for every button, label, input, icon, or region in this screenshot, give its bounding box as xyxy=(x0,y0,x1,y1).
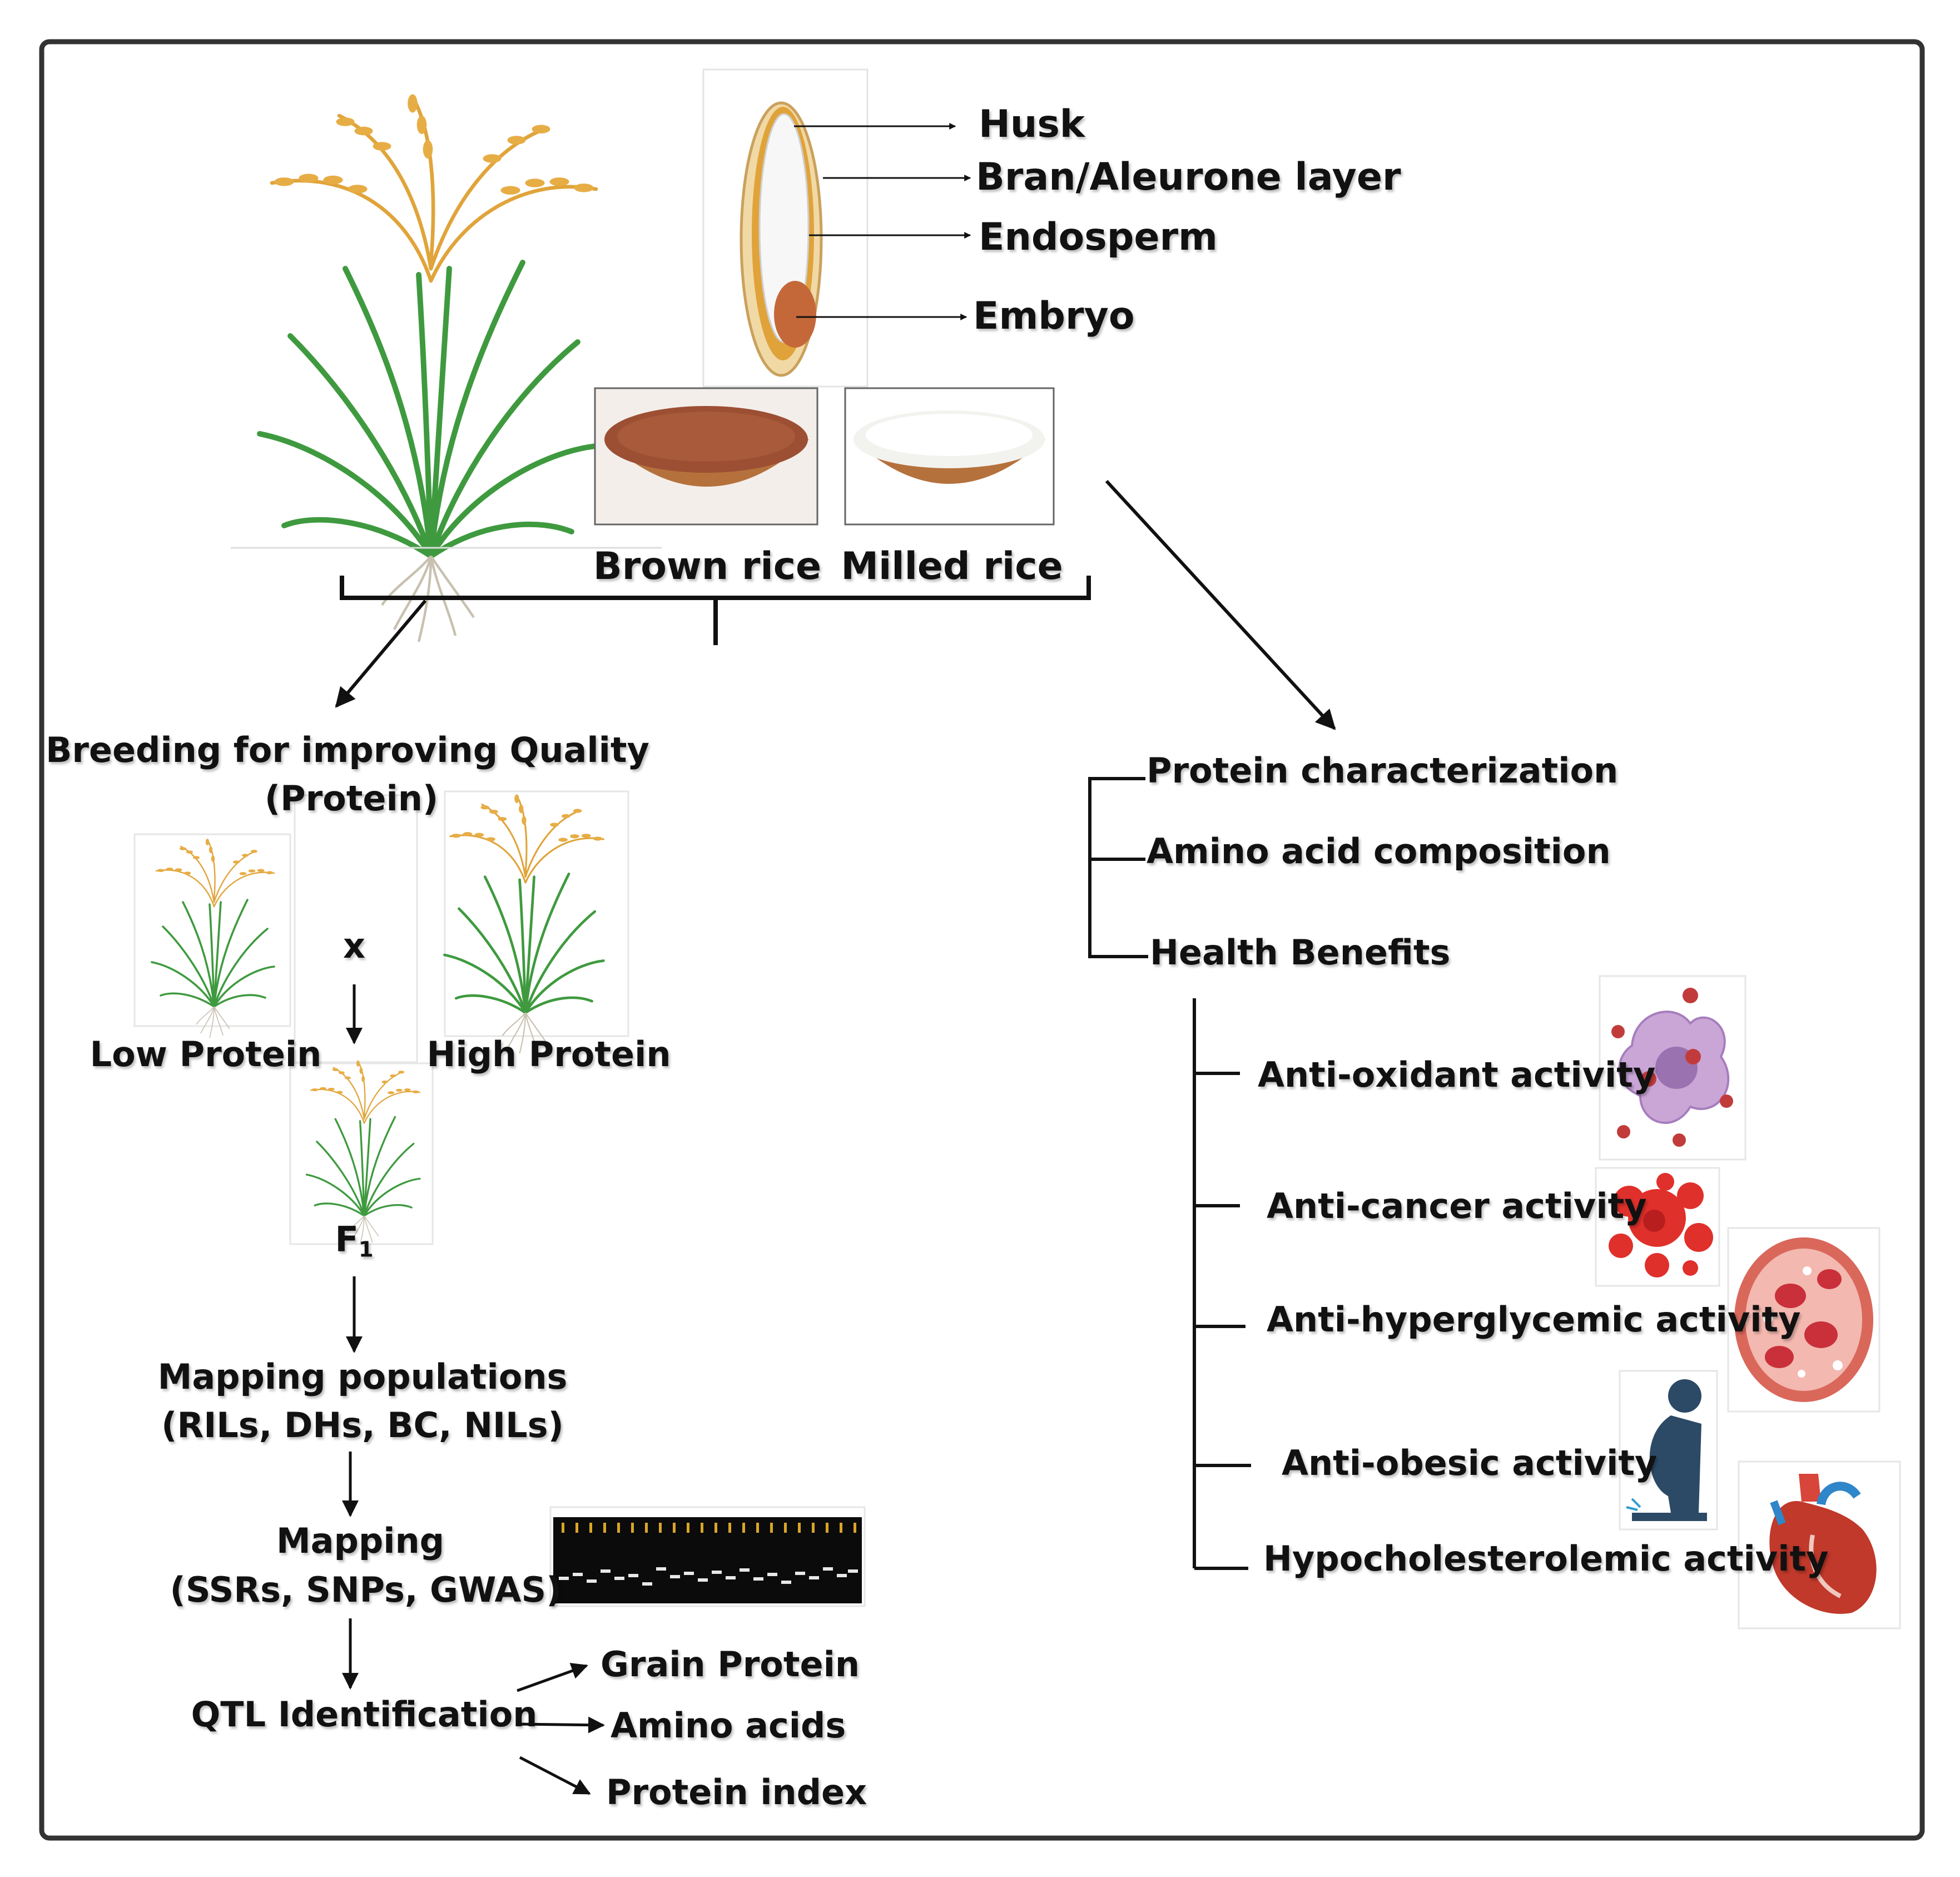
breeding-title-line1: Breeding for improving Quality xyxy=(46,730,649,770)
hypocholesterolemic-label: Hypocholesterolemic activity xyxy=(1263,1538,1829,1579)
f1-plant-icon xyxy=(289,1059,434,1246)
breeding-title-line2: (Protein) xyxy=(264,778,439,819)
protein-characterization-label: Protein characterization xyxy=(1147,750,1619,791)
brown-rice-bowl-icon xyxy=(594,387,818,526)
anti-obesic-label: Anti-obesic activity xyxy=(1282,1443,1658,1483)
characterization-bracket xyxy=(1088,777,1148,958)
blood-vessel-glucose-icon xyxy=(1727,1227,1880,1413)
anti-hyperglycemic-label: Anti-hyperglycemic activity xyxy=(1267,1299,1801,1340)
f1-subscript: 1 xyxy=(358,1237,374,1262)
qtl-arrow-amino-acids xyxy=(517,1716,605,1734)
milled-rice-label: Milled rice xyxy=(841,544,1063,588)
embryo-label: Embryo xyxy=(973,294,1135,338)
qtl-target-grain-protein: Grain Protein xyxy=(601,1644,860,1685)
anti-cancer-label: Anti-cancer activity xyxy=(1267,1186,1647,1226)
rice-plant-icon xyxy=(260,94,596,642)
high-protein-label: High Protein xyxy=(426,1034,671,1074)
f1-label: F1 xyxy=(335,1222,373,1261)
outer-frame xyxy=(39,39,1925,1841)
high-protein-plant-icon xyxy=(444,790,629,1053)
cross-panel xyxy=(294,794,418,1063)
health-benefits-label: Health Benefits xyxy=(1150,932,1451,973)
mapping-line1: Mapping xyxy=(276,1521,445,1561)
f1-base: F xyxy=(335,1219,359,1260)
arrow-to-breeding xyxy=(335,600,427,708)
cross-symbol: x xyxy=(343,925,365,966)
brown-rice-label: Brown rice xyxy=(593,544,822,588)
low-protein-label: Low Protein xyxy=(90,1034,322,1074)
low-protein-plant-icon xyxy=(133,833,291,1039)
endosperm-label: Endosperm xyxy=(979,215,1218,259)
amino-acid-composition-label: Amino acid composition xyxy=(1147,831,1611,871)
mapping-line2: (SSRs, SNPs, GWAS) xyxy=(170,1569,562,1610)
bran-aleurone-label: Bran/Aleurone layer xyxy=(976,155,1401,199)
qtl-target-protein-index: Protein index xyxy=(606,1772,867,1812)
husk-label: Husk xyxy=(979,102,1085,146)
arrow-to-characterization xyxy=(1105,479,1336,730)
mapping-populations-line1: Mapping populations xyxy=(157,1356,568,1397)
mapping-populations-line2: (RILs, DHs, BC, NILs) xyxy=(161,1405,564,1445)
qtl-target-amino-acids: Amino acids xyxy=(611,1705,846,1746)
qtl-arrow-protein-index xyxy=(519,1756,591,1795)
obese-person-scale-icon xyxy=(1619,1370,1718,1531)
gel-electrophoresis-icon xyxy=(549,1506,866,1607)
qtl-arrow-grain-protein xyxy=(517,1663,588,1692)
heart-icon xyxy=(1738,1460,1901,1630)
milled-rice-bowl-icon xyxy=(844,387,1055,526)
qtl-identification-label: QTL Identification xyxy=(191,1694,538,1735)
anti-oxidant-label: Anti-oxidant activity xyxy=(1258,1054,1656,1095)
free-radical-cell-icon xyxy=(1599,975,1746,1161)
cancer-cell-icon xyxy=(1595,1167,1720,1287)
rice-grain-cross-section-icon xyxy=(702,68,869,388)
